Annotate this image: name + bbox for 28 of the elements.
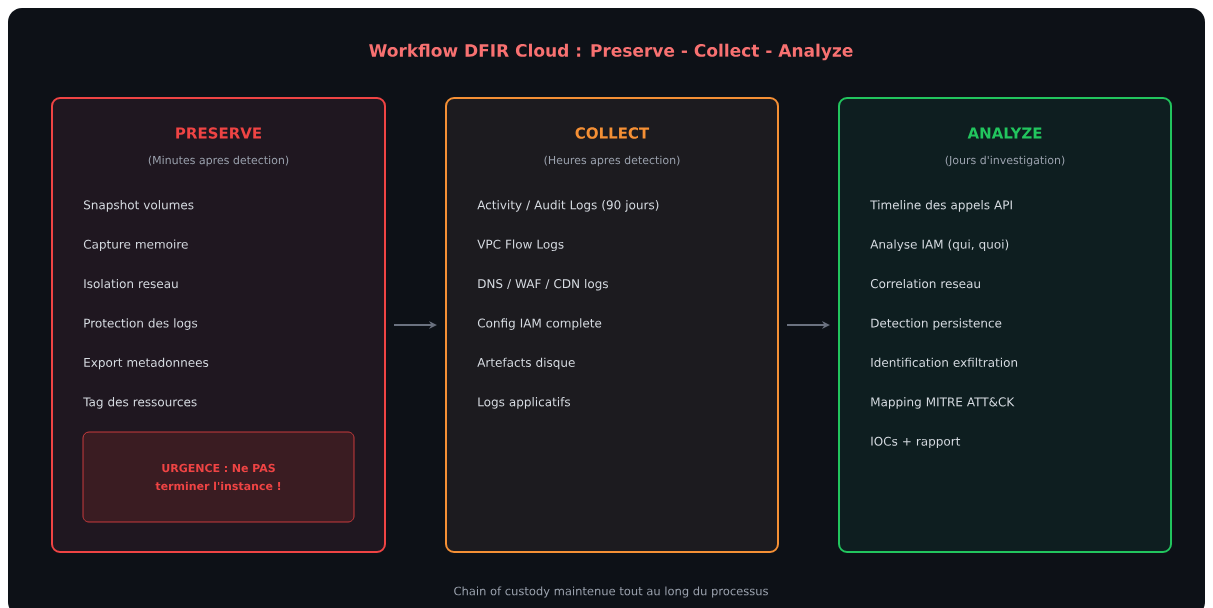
panel-subtitle: (Heures apres detection) xyxy=(544,155,680,167)
list-item: Config IAM complete xyxy=(477,318,602,330)
list-item: DNS / WAF / CDN logs xyxy=(478,278,608,291)
list-item: IOCs + rapport xyxy=(871,436,961,449)
list-item: Snapshot volumes xyxy=(84,200,194,212)
list-item: Analyse IAM (qui, quoi) xyxy=(870,239,1009,252)
list-item: Identification exfiltration xyxy=(871,357,1018,367)
list-item: Capture memoire xyxy=(83,239,188,252)
list-item: Mapping MITRE ATT&CK xyxy=(871,397,1015,409)
list-item: Export metadonnees xyxy=(84,357,209,370)
list-item: Logs applicatifs xyxy=(478,397,571,409)
list-item: Isolation reseau xyxy=(84,278,178,289)
list-item: Artefacts disque xyxy=(477,357,575,370)
panel-subtitle: (Jours d'investigation) xyxy=(945,155,1065,167)
list-item: Protection des logs xyxy=(84,318,198,330)
warning-box: URGENCE : Ne PAS terminer l'instance ! xyxy=(82,431,355,523)
list-item: Timeline des appels API xyxy=(870,200,1012,212)
list-item: Detection persistence xyxy=(871,318,1002,330)
panel-heading: ANALYZE xyxy=(967,127,1042,139)
panel-heading: COLLECT xyxy=(575,127,650,139)
list-item: Activity / Audit Logs (90 jours) xyxy=(477,200,659,212)
list-item: VPC Flow Logs xyxy=(477,239,564,252)
list-item: Tag des ressources xyxy=(83,397,197,409)
list-item: Correlation reseau xyxy=(870,278,980,289)
panel-subtitle: (Minutes apres detection) xyxy=(148,155,289,167)
caption: Chain of custody maintenue tout au long du processus xyxy=(454,586,768,598)
panel-heading: PRESERVE xyxy=(176,127,261,139)
title: Workflow DFIR Cloud : Preserve - Collect - Analyze xyxy=(369,43,853,61)
